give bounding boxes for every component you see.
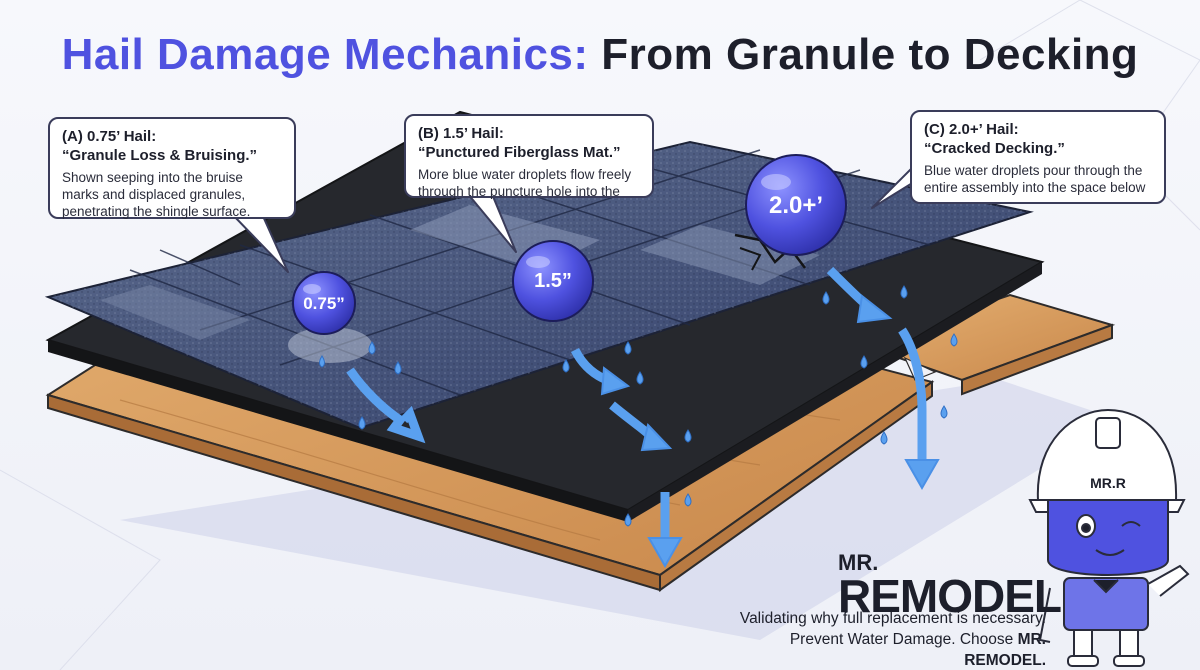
callout-b-pointer bbox=[467, 193, 517, 253]
water-droplets bbox=[319, 285, 958, 527]
callout-small-hail: (A) 0.75’ Hail: “Granule Loss & Bruising… bbox=[48, 117, 296, 219]
tagline: Validating why full replacement is neces… bbox=[706, 608, 1046, 670]
tagline-brand: MR. REMODEL. bbox=[964, 631, 1046, 669]
hailstone-large bbox=[745, 154, 847, 256]
callout-body: Blue water droplets pour through the ent… bbox=[924, 163, 1146, 195]
callout-c-pointer bbox=[871, 165, 915, 209]
tagline-line1: Validating why full replacement is neces… bbox=[739, 610, 1046, 627]
page-title: Hail Damage Mechanics: From Granule to D… bbox=[0, 30, 1200, 80]
callout-large-hail: (C) 2.0+’ Hail: “Cracked Decking.” Blue … bbox=[910, 110, 1166, 204]
callout-subheading: “Granule Loss & Bruising.” bbox=[62, 147, 258, 164]
title-accent: Hail Damage Mechanics: bbox=[61, 30, 589, 79]
hailstone-small bbox=[292, 271, 356, 335]
brand-logo: MR. REMODEL bbox=[838, 550, 1062, 622]
mascot-helmet-text: MR.R bbox=[1090, 475, 1126, 491]
callout-body: More blue water droplets flow freely thr… bbox=[418, 167, 632, 199]
callout-heading: (A) 0.75’ Hail: bbox=[62, 128, 157, 145]
brand-line1: MR. bbox=[838, 550, 879, 575]
hailstone-medium-label: 1.5” bbox=[534, 270, 572, 292]
water-arrows bbox=[346, 266, 940, 569]
tagline-line2-prefix: Prevent Water Damage. Choose bbox=[789, 631, 1018, 648]
callout-subheading: “Punctured Fiberglass Mat.” bbox=[418, 144, 621, 161]
callout-heading: (B) 1.5’ Hail: bbox=[418, 125, 504, 142]
hailstone-small-label: 0.75” bbox=[303, 294, 345, 313]
hailstone-medium bbox=[512, 240, 594, 322]
mascot-robot bbox=[1028, 408, 1190, 667]
tagline-line2: Prevent Water Damage. Choose MR. REMODEL… bbox=[706, 629, 1046, 670]
callout-subheading: “Cracked Decking.” bbox=[924, 140, 1065, 157]
callout-medium-hail: (B) 1.5’ Hail: “Punctured Fiberglass Mat… bbox=[404, 114, 654, 199]
hailstone-large-label: 2.0+’ bbox=[768, 192, 824, 219]
brand-line2: REMODEL bbox=[838, 570, 1062, 622]
title-rest: From Granule to Decking bbox=[601, 30, 1139, 79]
callout-body: Shown seeping into the bruise marks and … bbox=[62, 170, 251, 219]
callout-heading: (C) 2.0+’ Hail: bbox=[924, 121, 1019, 138]
callout-a-pointer bbox=[231, 213, 289, 273]
